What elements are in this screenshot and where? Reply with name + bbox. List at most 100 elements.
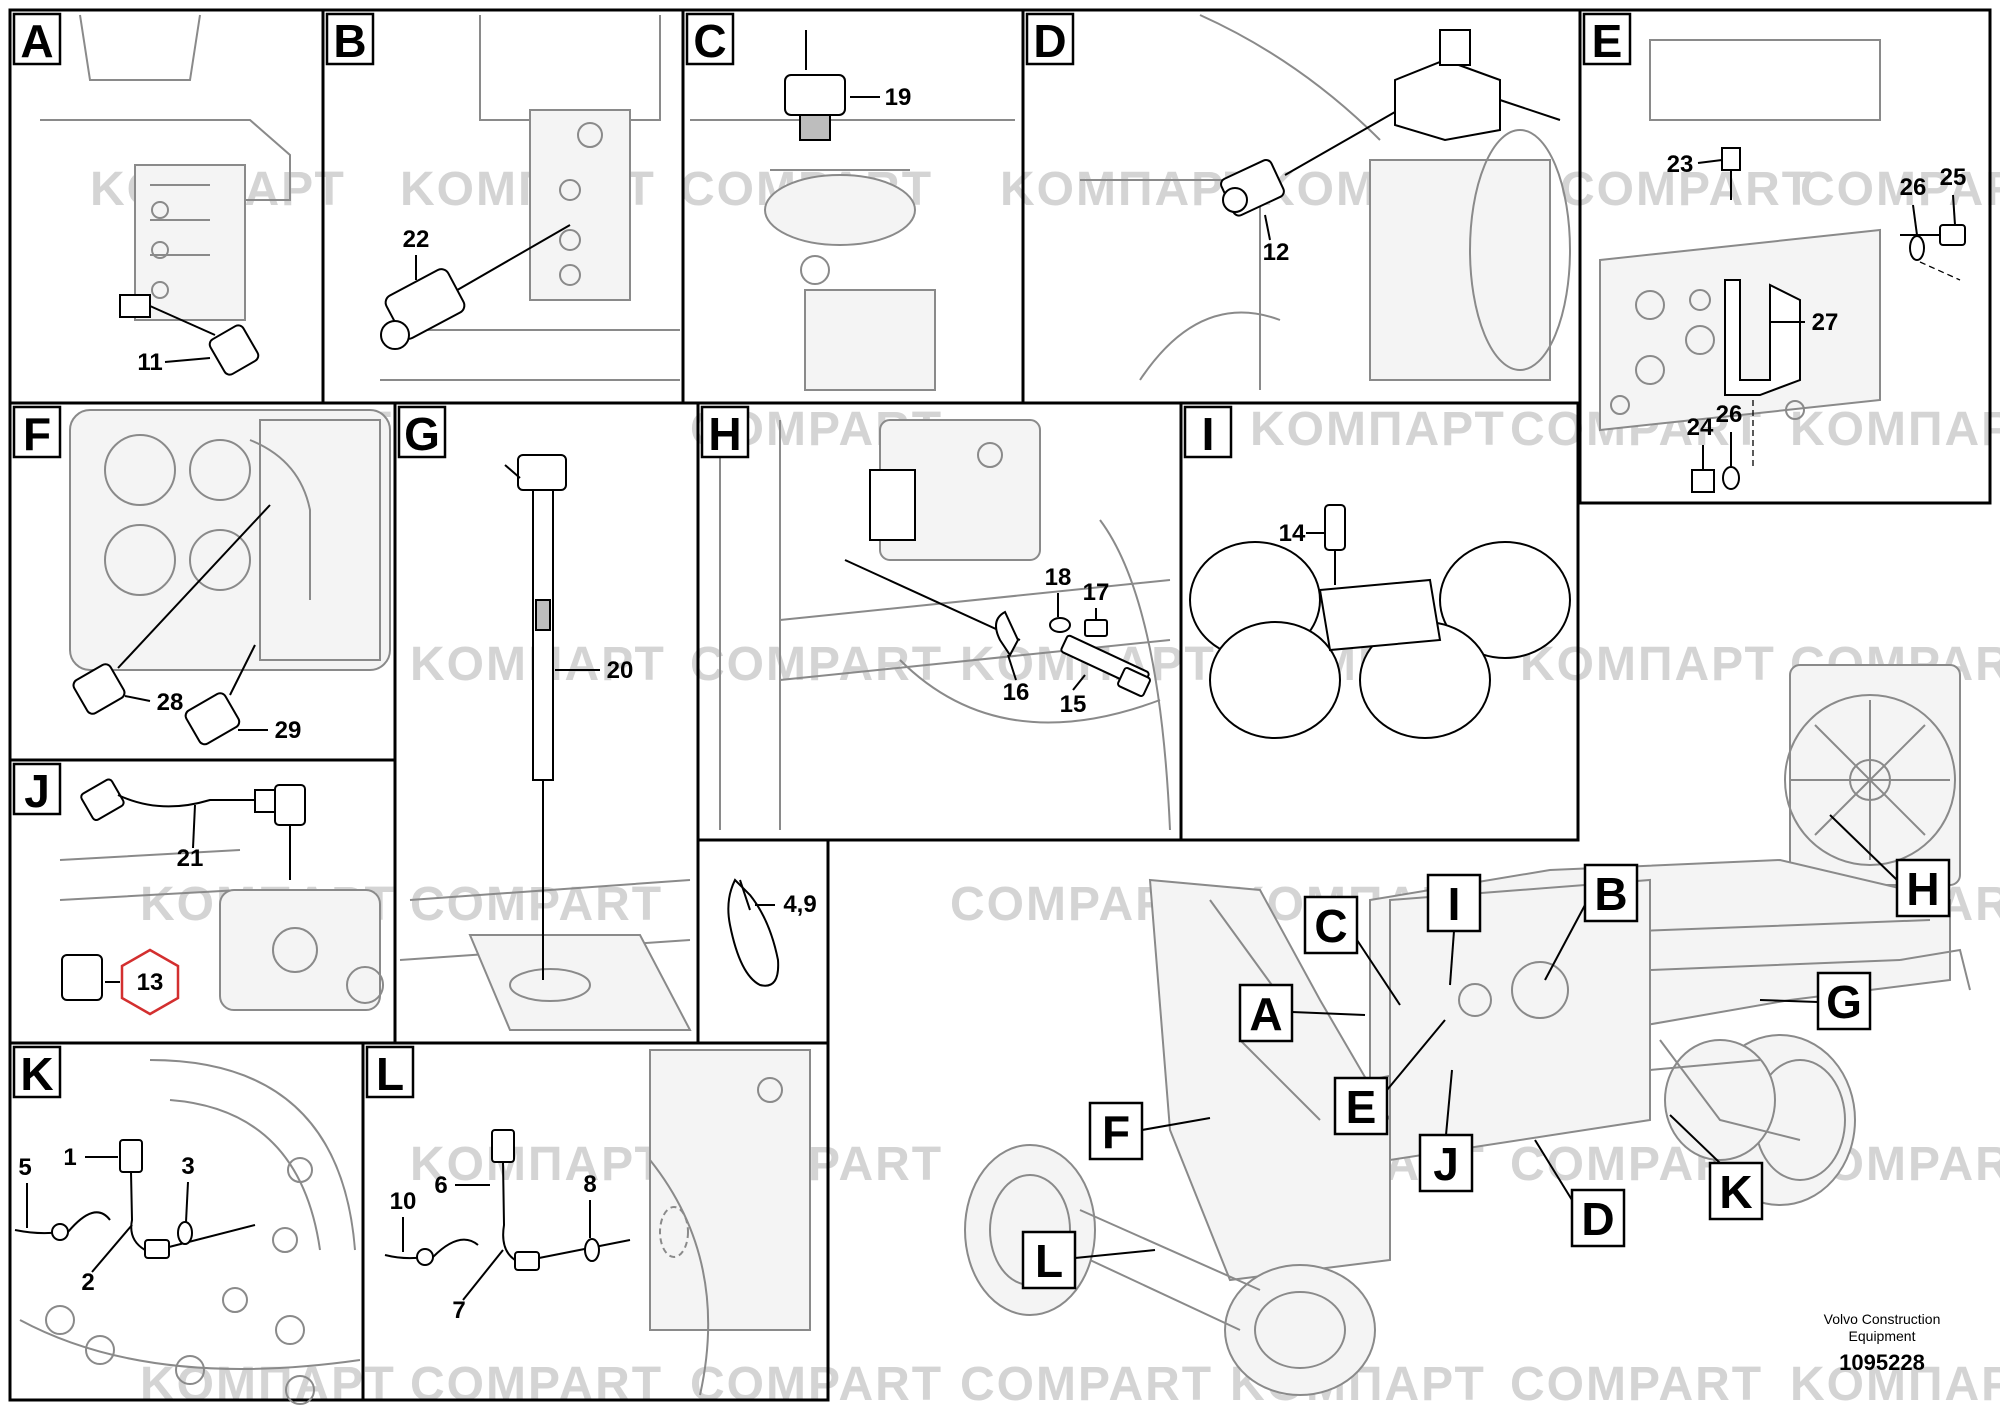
watermark-compart: COMPART: [1800, 163, 2000, 216]
callout-g-letter: G: [1826, 976, 1862, 1028]
part-number: 26: [1900, 174, 1927, 201]
panel-e-letter: E: [1592, 15, 1623, 67]
watermark-compart: COMPART: [1560, 163, 1813, 216]
panel-l: L 6 10 8 7: [361, 1041, 830, 1402]
highlight-hexagon: [120, 948, 180, 1016]
callout-f-letter: F: [1102, 1106, 1130, 1158]
part-number: 14: [1279, 520, 1306, 547]
watermark-compart: COMPART: [410, 878, 663, 931]
part-number: 29: [275, 717, 302, 744]
accumulators: [1189, 541, 1571, 739]
panel-c: C 19: [681, 8, 1025, 405]
part-number: 26: [1716, 401, 1743, 428]
bolt-25-washer-26: [1900, 224, 1966, 281]
panel-d-letter: D: [1033, 15, 1066, 67]
watermark-komp: KOMПАРТ: [1250, 403, 1506, 456]
panel-l-frame: [361, 1041, 830, 1402]
callout-j-letter: J: [1433, 1138, 1459, 1190]
panel-k: K 1 5 3 2: [8, 1041, 365, 1405]
part-number: 5: [18, 1154, 31, 1181]
panel-f-letter: F: [23, 408, 51, 460]
callout-a-letter: A: [1249, 988, 1282, 1040]
callout-b: B: [1544, 863, 1639, 981]
watermark-komp: KOMПАРТ: [1000, 163, 1256, 216]
callout-a: A: [1238, 983, 1366, 1043]
panel-a-letter: A: [20, 15, 53, 67]
watermark-komp: KOMПАРТ: [1790, 1358, 2000, 1411]
panel-c-letter: C: [693, 15, 726, 67]
sensor-28: [72, 504, 271, 715]
sensor-15-16-17-18: [844, 559, 1151, 697]
callout-h: H: [1829, 814, 1951, 918]
watermark-compart: COMPART: [410, 1358, 663, 1411]
sensor-19: [784, 30, 846, 141]
sensor-23: [1721, 147, 1741, 200]
part-number: 22: [403, 226, 430, 253]
sensor-29: [184, 644, 256, 746]
sensor-22: [380, 224, 571, 350]
part-number: 10: [390, 1188, 417, 1215]
harness-21: [80, 778, 306, 880]
part-number: 15: [1060, 691, 1087, 718]
part-number: 8: [583, 1171, 596, 1198]
panel-h-letter: H: [708, 408, 741, 460]
sensor-11: [119, 294, 260, 376]
cable-tie: [727, 878, 780, 987]
callout-i: I: [1426, 873, 1482, 986]
panel-l-label-box: [365, 1045, 415, 1099]
watermark-row-1: KOMПАРТ KOMПАРТ COMPART KOMПАРТ KOMПАРТ …: [90, 163, 2000, 216]
watermark-komp: KOMПАРТ: [410, 1138, 666, 1191]
panel-j: J 21 13: [8, 758, 397, 1045]
part-number: 27: [1812, 309, 1839, 336]
callout-g: G: [1759, 971, 1872, 1031]
panel-b-letter: B: [333, 15, 366, 67]
panel-g: G 20: [393, 401, 700, 1045]
watermark-compart: COMPART: [690, 1358, 943, 1411]
callout-b-letter: B: [1594, 868, 1627, 920]
watermark-komp: KOMПАРТ: [1520, 638, 1776, 691]
part-number: 28: [157, 689, 184, 716]
callout-e-letter: E: [1346, 1081, 1377, 1133]
panel-h: H 18 17 16 15: [696, 401, 1183, 842]
callout-i-letter: I: [1448, 878, 1461, 930]
part-number-highlighted: 13: [137, 969, 164, 996]
callout-d-letter: D: [1581, 1193, 1614, 1245]
machine-outline: [964, 664, 1971, 1396]
panel-a: A 11: [8, 8, 325, 405]
panel-d-label-box: [1025, 12, 1075, 66]
sensor-12: [1220, 111, 1396, 217]
panel-f: F 28 29: [8, 401, 397, 762]
panel-a-background: [40, 14, 291, 321]
callout-k-letter: K: [1719, 1166, 1752, 1218]
part-number: 3: [181, 1153, 194, 1180]
panel-a-label-box: [12, 12, 62, 66]
footer-doc-number: 1095228: [1839, 1350, 1925, 1375]
panel-i-letter: I: [1202, 408, 1215, 460]
part-number: 7: [452, 1297, 465, 1324]
panel-k-background: [19, 1059, 361, 1405]
panel-l-background: [649, 1049, 811, 1396]
part-number: 19: [885, 84, 912, 111]
callout-e: E: [1333, 1019, 1446, 1136]
sensor-14: [1324, 504, 1346, 585]
part-number: 20: [607, 657, 634, 684]
sensor-13: [61, 954, 103, 1001]
panel-j-letter: J: [24, 765, 50, 817]
part-number: 21: [177, 845, 204, 872]
watermark-compart: COMPART: [960, 1358, 1213, 1411]
watermark-compart: COMPART: [1510, 1358, 1763, 1411]
watermark-compart: COMPART: [690, 638, 943, 691]
panel-l-letter: L: [376, 1048, 404, 1100]
panel-k-label-box: [12, 1045, 62, 1099]
footer: Volvo Construction Equipment 1095228: [1824, 1311, 1941, 1375]
footer-company-line2: Equipment: [1849, 1328, 1916, 1344]
part-number: 17: [1083, 579, 1110, 606]
panel-j-background: [59, 849, 384, 1011]
part-number: 23: [1667, 151, 1694, 178]
panel-d-background: [1080, 14, 1571, 390]
footer-company: Volvo Construction: [1824, 1311, 1941, 1327]
overview-callouts: C I B A G: [1021, 814, 1951, 1290]
panel-g-label-box: [397, 405, 447, 459]
fitting-top: [1394, 29, 1561, 142]
